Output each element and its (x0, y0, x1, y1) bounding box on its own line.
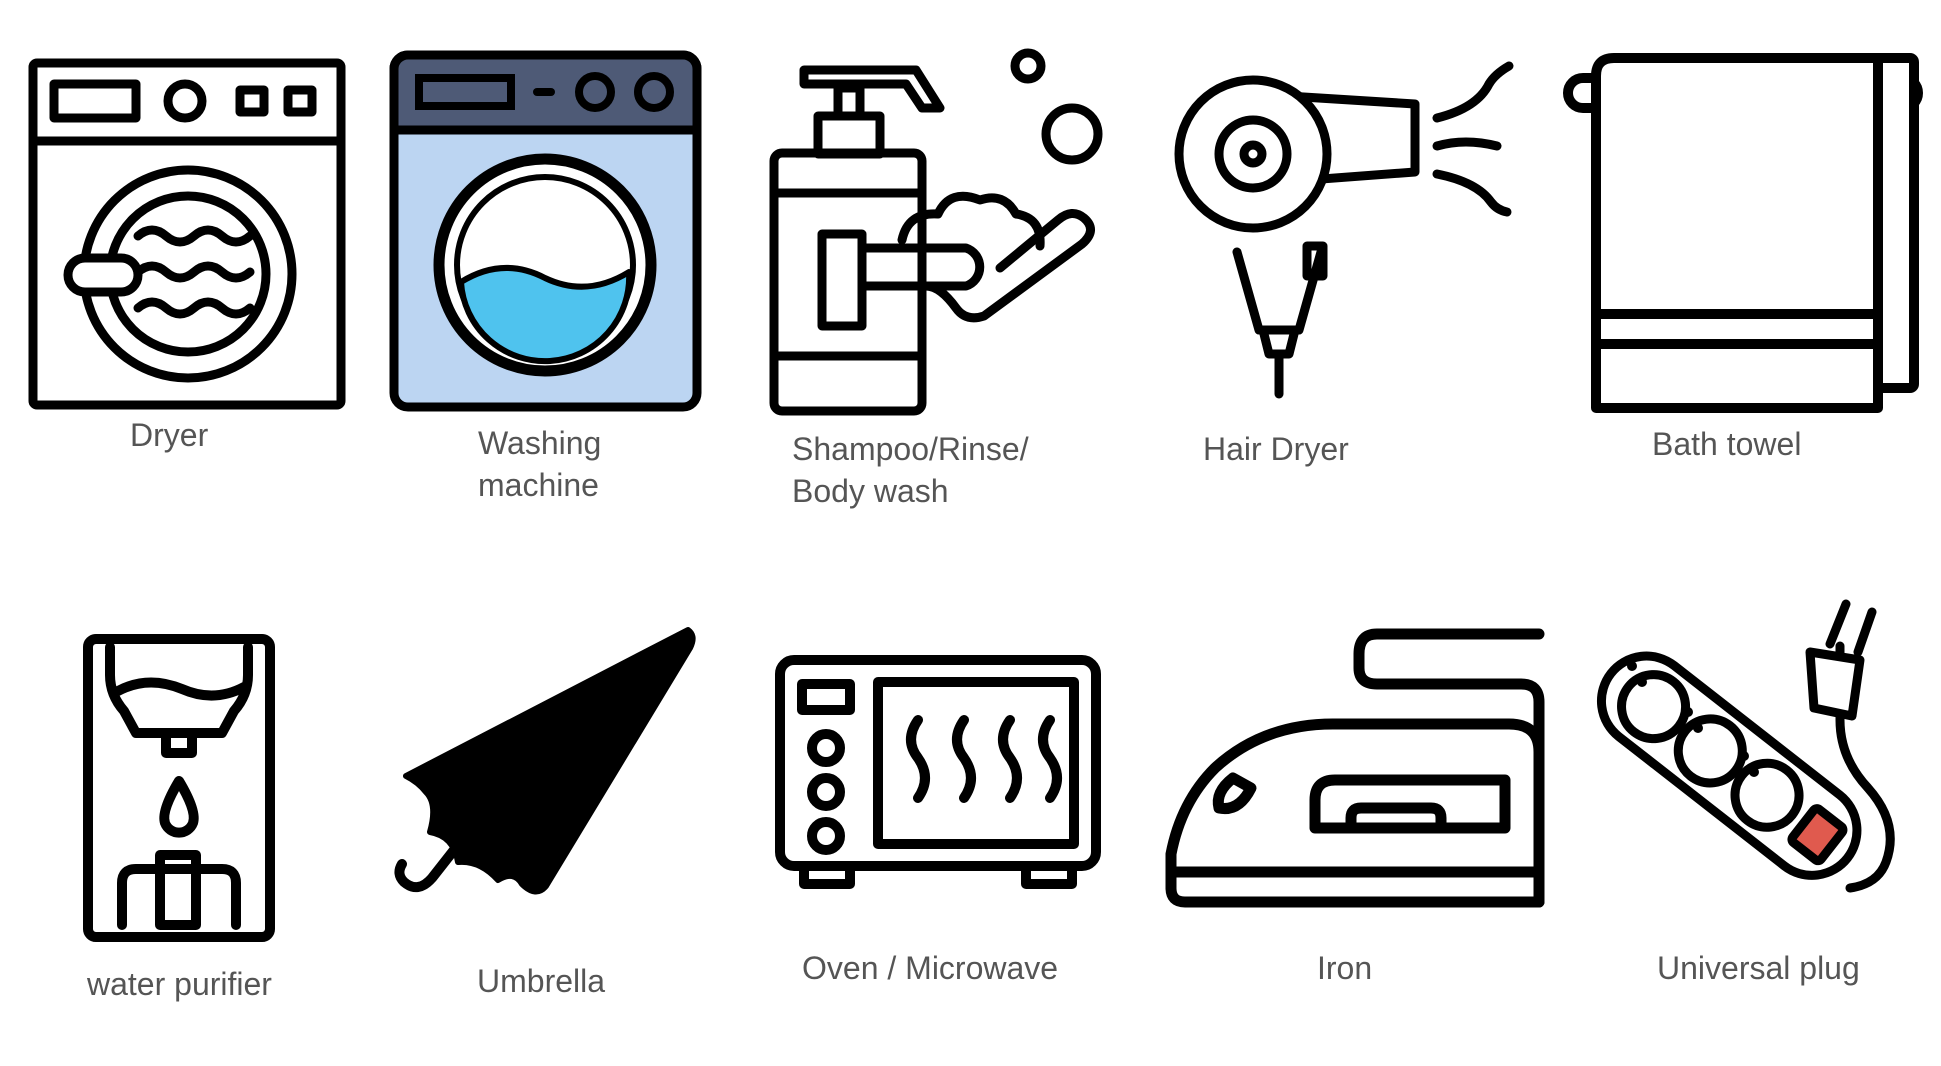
universal-plug-label: Universal plug (1657, 950, 1860, 986)
shampoo-label-line1: Shampoo/Rinse/ (792, 431, 1029, 467)
power-strip-icon (1596, 599, 1895, 893)
shampoo-bottle-hand-icon (769, 48, 1103, 416)
water-purifier-icon (83, 634, 275, 942)
washing-machine-label: Washing machine (478, 422, 601, 506)
shampoo-label-line2: Body wash (792, 473, 949, 509)
washing-machine-icon (389, 50, 702, 412)
iron-icon (1165, 628, 1545, 908)
dryer-icon (28, 58, 346, 410)
oven-microwave-icon (775, 655, 1101, 889)
dryer-label: Dryer (130, 417, 209, 453)
bath-towel-icon (1563, 53, 1923, 413)
hair-dryer-icon (1174, 61, 1514, 399)
hair-dryer-label: Hair Dryer (1203, 431, 1349, 467)
water-purifier-label: water purifier (87, 966, 272, 1002)
oven-label: Oven / Microwave (802, 950, 1059, 986)
umbrella-icon (394, 627, 696, 895)
washing-machine-label-line2: machine (478, 467, 599, 503)
shampoo-label: Shampoo/Rinse/ Body wash (792, 428, 1029, 512)
bath-towel-label: Bath towel (1652, 426, 1802, 462)
washing-machine-label-line1: Washing (478, 425, 602, 461)
iron-label: Iron (1317, 950, 1373, 986)
umbrella-label: Umbrella (477, 963, 606, 999)
